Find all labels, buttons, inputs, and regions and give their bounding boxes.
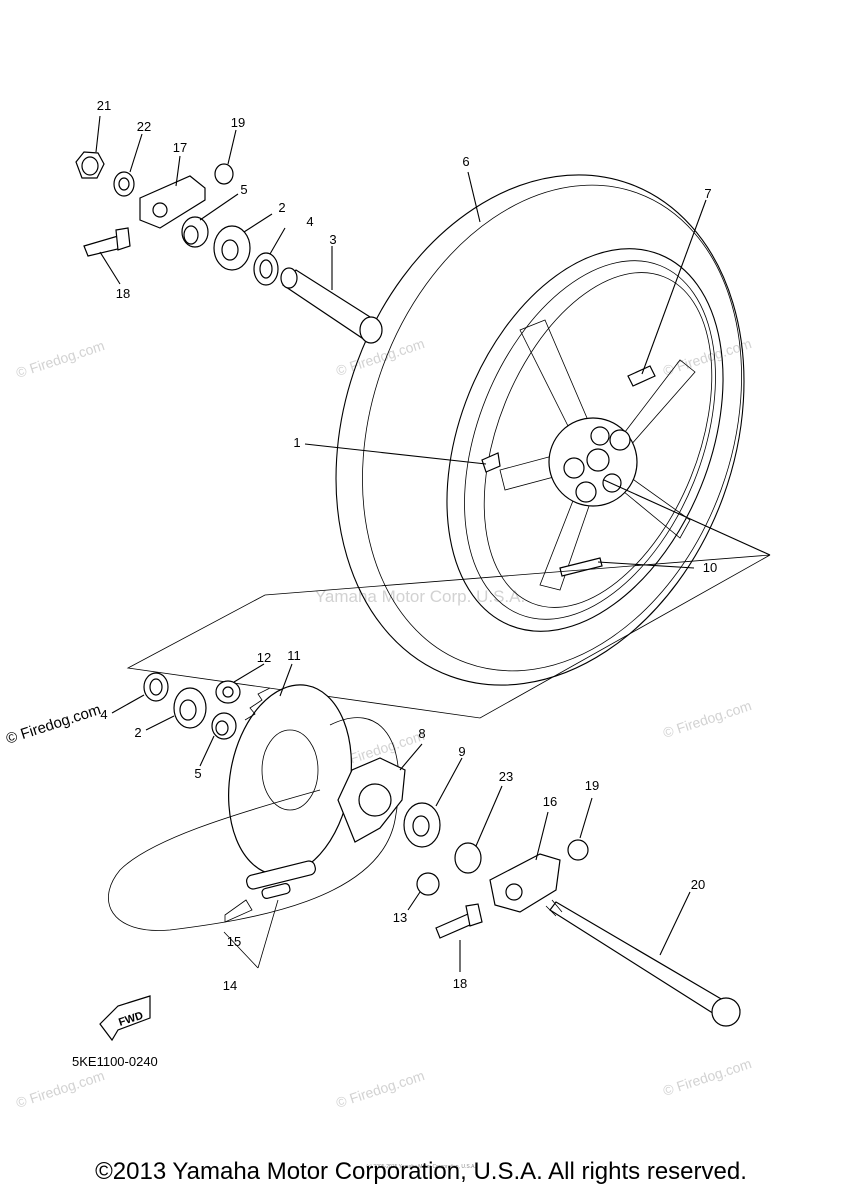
callout-14: 14 — [223, 978, 237, 993]
watermark: © Firedog.com — [661, 697, 753, 741]
chain-bracket — [223, 899, 279, 969]
watermark: © Firedog.com — [14, 337, 106, 381]
center-watermark: Yamaha Motor Corp. U.S.A. — [315, 587, 525, 606]
rear-wheel — [335, 174, 745, 686]
callout-21: 21 — [97, 98, 111, 113]
callout-5b: 5 — [194, 766, 201, 781]
fine-print: (c) 2005-2015 Yamaha Motor Corporation, … — [366, 1164, 476, 1170]
callout-17: 17 — [173, 140, 187, 155]
callout-2b: 2 — [134, 725, 141, 740]
callout-15: 15 — [227, 934, 241, 949]
callout-20: 20 — [691, 877, 705, 892]
callout-22: 22 — [137, 119, 151, 134]
callout-16: 16 — [543, 794, 557, 809]
callout-8: 8 — [418, 726, 425, 741]
callout-labels: 21 22 17 19 5 2 4 3 18 6 7 1 10 12 11 4 … — [97, 98, 717, 993]
callout-10: 10 — [703, 560, 717, 575]
fwd-arrow-icon: FWD — [99, 995, 151, 1042]
watermark: © Firedog.com — [334, 1067, 426, 1111]
callout-19: 19 — [231, 115, 245, 130]
sprocket-side-parts — [108, 672, 741, 1027]
callout-18b: 18 — [453, 976, 467, 991]
callout-6: 6 — [462, 154, 469, 169]
callout-7: 7 — [704, 186, 711, 201]
callout-12: 12 — [257, 650, 271, 665]
callout-3: 3 — [329, 232, 336, 247]
callout-4: 4 — [306, 214, 313, 229]
watermark-dark: © Firedog.com — [4, 701, 103, 748]
left-side-parts — [75, 151, 383, 344]
callout-11: 11 — [287, 648, 301, 663]
leader-lines — [95, 115, 771, 972]
callout-13: 13 — [393, 910, 407, 925]
callout-2: 2 — [278, 200, 285, 215]
watermark: © Firedog.com — [334, 335, 426, 379]
watermarks: © Firedog.com © Firedog.com © Firedog.co… — [14, 335, 753, 1111]
callout-9: 9 — [458, 744, 465, 759]
watermark: © Firedog.com — [14, 1067, 106, 1111]
copyright-footer: ©2013 Yamaha Motor Corporation, U.S.A. A… — [95, 1158, 747, 1185]
diagram-code: 5KE1100-0240 — [72, 1054, 158, 1069]
callout-4b: 4 — [100, 707, 107, 722]
callout-5: 5 — [240, 182, 247, 197]
callout-18: 18 — [116, 286, 130, 301]
watermark: © Firedog.com — [661, 1055, 753, 1099]
callout-1: 1 — [293, 435, 300, 450]
callout-19b: 19 — [585, 778, 599, 793]
callout-23: 23 — [499, 769, 513, 784]
